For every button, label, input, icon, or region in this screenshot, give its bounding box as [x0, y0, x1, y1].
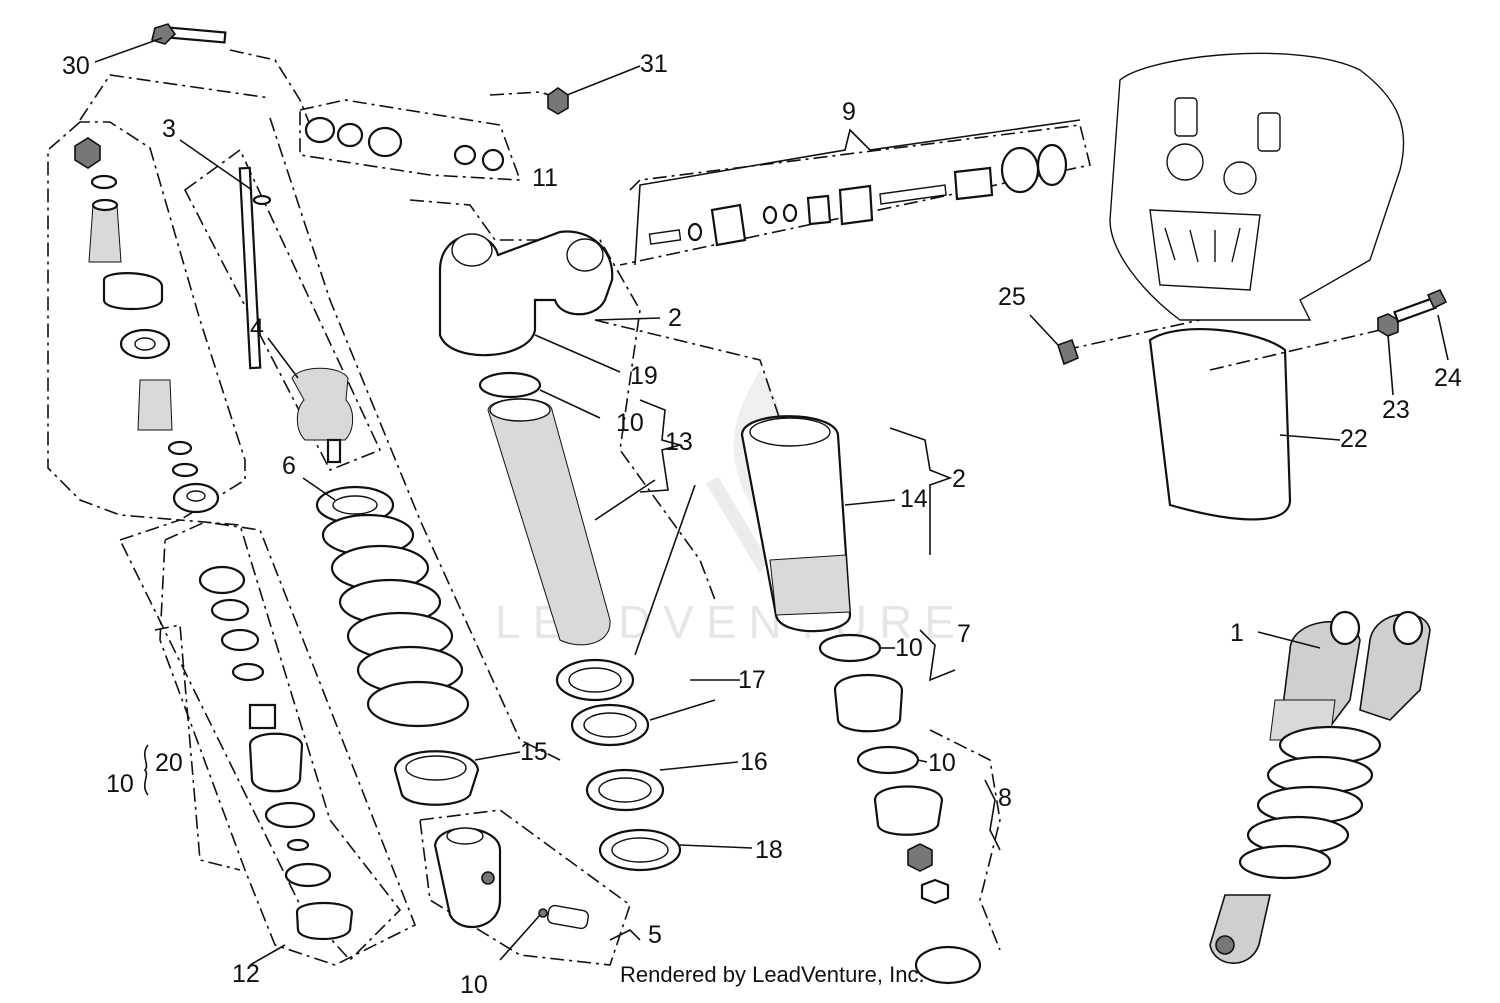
part-reservoir-internals	[818, 633, 1001, 985]
part-9-valve-stack	[648, 143, 1068, 247]
part-assembled-shock	[1209, 610, 1431, 964]
leader-lines	[94, 37, 1449, 966]
callout-18: 18	[755, 836, 783, 864]
callout-13: 13	[665, 428, 693, 456]
callout-5: 5	[648, 921, 662, 949]
part-threaded-tube	[487, 398, 611, 646]
callout-2-top: 2	[668, 304, 682, 332]
callout-1: 1	[1230, 619, 1244, 647]
group-12-outline	[154, 521, 417, 966]
callout-24: 24	[1434, 364, 1462, 392]
callout-14: 14	[900, 485, 928, 513]
part-lower-clevis	[419, 809, 631, 966]
part-main-spring	[118, 117, 561, 962]
callout-31: 31	[640, 50, 668, 78]
part-fender	[1057, 52, 1448, 521]
callout-3: 3	[162, 115, 176, 143]
callout-17: 17	[738, 666, 766, 694]
part-top-bolt	[151, 23, 227, 45]
callout-19: 19	[630, 362, 658, 390]
callout-12: 12	[232, 960, 260, 988]
part-spring-retainer	[393, 750, 480, 806]
callout-10-left: 10	[106, 770, 134, 798]
callout-22: 22	[1340, 425, 1368, 453]
group-3-outline	[47, 121, 246, 521]
callout-10-lower: 10	[928, 749, 956, 777]
part-lock-rings	[555, 658, 682, 872]
callout-4: 4	[250, 314, 264, 342]
callout-15: 15	[520, 738, 548, 766]
callout-10-bottom: 10	[460, 971, 488, 999]
part-shaft	[183, 148, 382, 472]
callout-25: 25	[998, 283, 1026, 311]
callout-10-tube: 10	[616, 409, 644, 437]
callout-6: 6	[282, 452, 296, 480]
callout-10-upper: 10	[895, 634, 923, 662]
part-top-bushings	[304, 87, 569, 172]
callout-23: 23	[1382, 396, 1410, 424]
part-reservoir	[594, 319, 852, 633]
group-9-outline	[619, 124, 1091, 266]
rendered-by-credit: Rendered by LeadVenture, Inc.	[620, 962, 925, 987]
part-20-stack	[198, 565, 354, 940]
part-shock-body	[409, 199, 716, 601]
callout-20: 20	[155, 749, 183, 777]
callout-9: 9	[842, 98, 856, 126]
callout-16: 16	[740, 748, 768, 776]
callout-labels: 30 31 3 9 11 4 6 2 19 10 13 14 2 25 24 2…	[62, 50, 1462, 999]
part-shock-body-seals	[478, 371, 542, 399]
callout-2-right: 2	[952, 465, 966, 493]
callout-11: 11	[532, 164, 558, 192]
callout-30: 30	[62, 52, 90, 80]
callout-8: 8	[998, 784, 1012, 812]
callout-7: 7	[957, 620, 971, 648]
part-3-stack	[74, 137, 220, 514]
